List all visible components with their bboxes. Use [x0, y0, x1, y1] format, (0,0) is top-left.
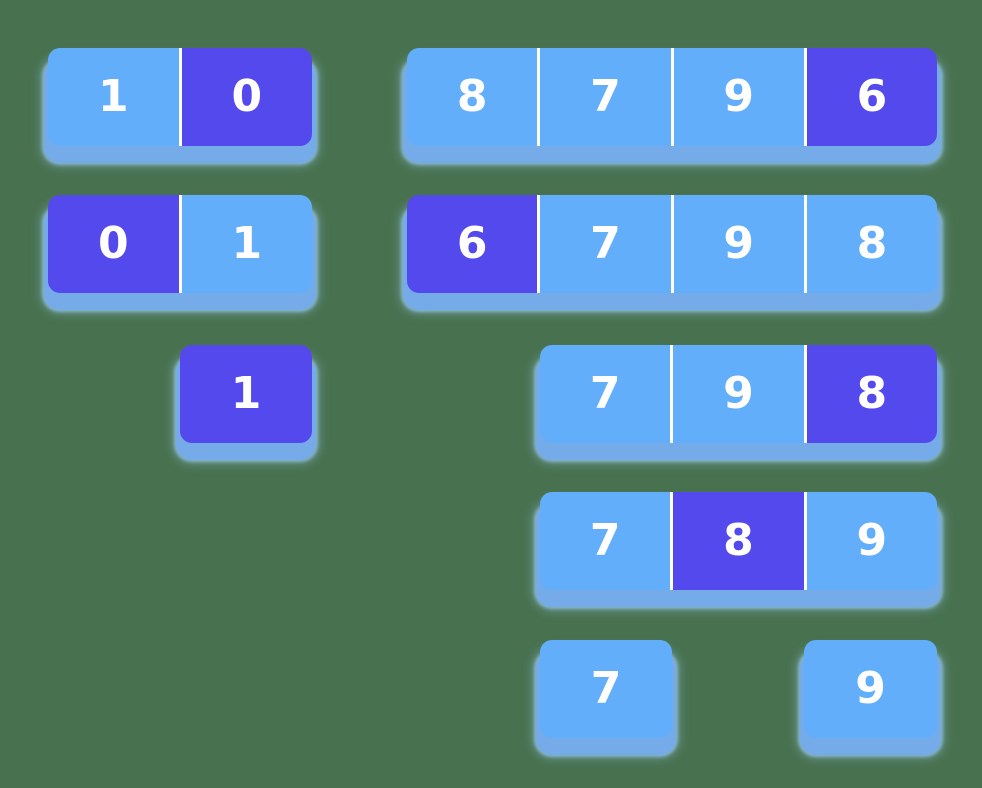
cell-value: 0 [231, 71, 263, 122]
cell-value: 8 [456, 71, 488, 122]
cell-value: 9 [856, 515, 888, 566]
cell-value: 9 [855, 663, 886, 714]
array-right-step2: 6 7 9 8 [403, 195, 941, 310]
array-right-step5-single-left: 7 [536, 640, 676, 755]
array-cell: 9 [670, 345, 804, 443]
array-face: 6 7 9 8 [407, 195, 937, 293]
cell-value: 9 [723, 71, 754, 122]
cell-value: 9 [723, 218, 754, 269]
array-face: 1 0 [48, 48, 312, 146]
array-face: 9 [804, 640, 937, 738]
cell-value: 1 [97, 71, 129, 122]
array-face: 8 7 9 6 [407, 48, 937, 146]
array-cell-highlighted: 6 [803, 48, 937, 146]
cell-value: 7 [589, 515, 621, 566]
array-cell: 1 [48, 48, 179, 146]
cell-value: 1 [230, 368, 262, 419]
array-face: 7 [540, 640, 672, 738]
array-cell: 9 [670, 48, 804, 146]
cell-value: 7 [590, 663, 622, 714]
array-right-step3: 7 9 8 [536, 345, 941, 460]
cell-value: 6 [456, 218, 488, 269]
array-cell: 9 [804, 640, 937, 738]
array-cell: 9 [670, 195, 804, 293]
array-cell-highlighted: 0 [178, 48, 312, 146]
array-cell-highlighted: 1 [180, 345, 312, 443]
array-cell-highlighted: 0 [48, 195, 179, 293]
array-right-step5-single-right: 9 [800, 640, 941, 755]
array-cell: 8 [407, 48, 538, 146]
cell-value: 7 [590, 218, 621, 269]
array-cell: 1 [178, 195, 312, 293]
array-right-step1: 8 7 9 6 [403, 48, 941, 163]
cell-value: 8 [856, 218, 888, 269]
array-right-step4: 7 8 9 [536, 492, 941, 607]
array-face: 7 8 9 [540, 492, 937, 590]
array-cell: 7 [540, 640, 672, 738]
array-cell: 9 [803, 492, 937, 590]
cell-value: 8 [856, 368, 888, 419]
array-left-step3: 1 [176, 345, 316, 460]
cell-value: 7 [590, 71, 621, 122]
array-face: 7 9 8 [540, 345, 937, 443]
cell-value: 6 [856, 71, 888, 122]
cell-value: 7 [589, 368, 621, 419]
array-cell: 7 [540, 492, 671, 590]
array-cell: 7 [537, 195, 671, 293]
array-cell: 7 [537, 48, 671, 146]
cell-value: 0 [97, 218, 129, 269]
array-cell: 8 [803, 195, 937, 293]
cell-value: 8 [723, 515, 754, 566]
array-cell-highlighted: 8 [670, 492, 804, 590]
array-left-step2: 0 1 [44, 195, 316, 310]
array-face: 0 1 [48, 195, 312, 293]
array-left-step1: 1 0 [44, 48, 316, 163]
array-face: 1 [180, 345, 312, 443]
array-cell: 7 [540, 345, 671, 443]
array-cell-highlighted: 6 [407, 195, 538, 293]
cell-value: 1 [231, 218, 263, 269]
array-cell-highlighted: 8 [803, 345, 937, 443]
cell-value: 9 [723, 368, 754, 419]
